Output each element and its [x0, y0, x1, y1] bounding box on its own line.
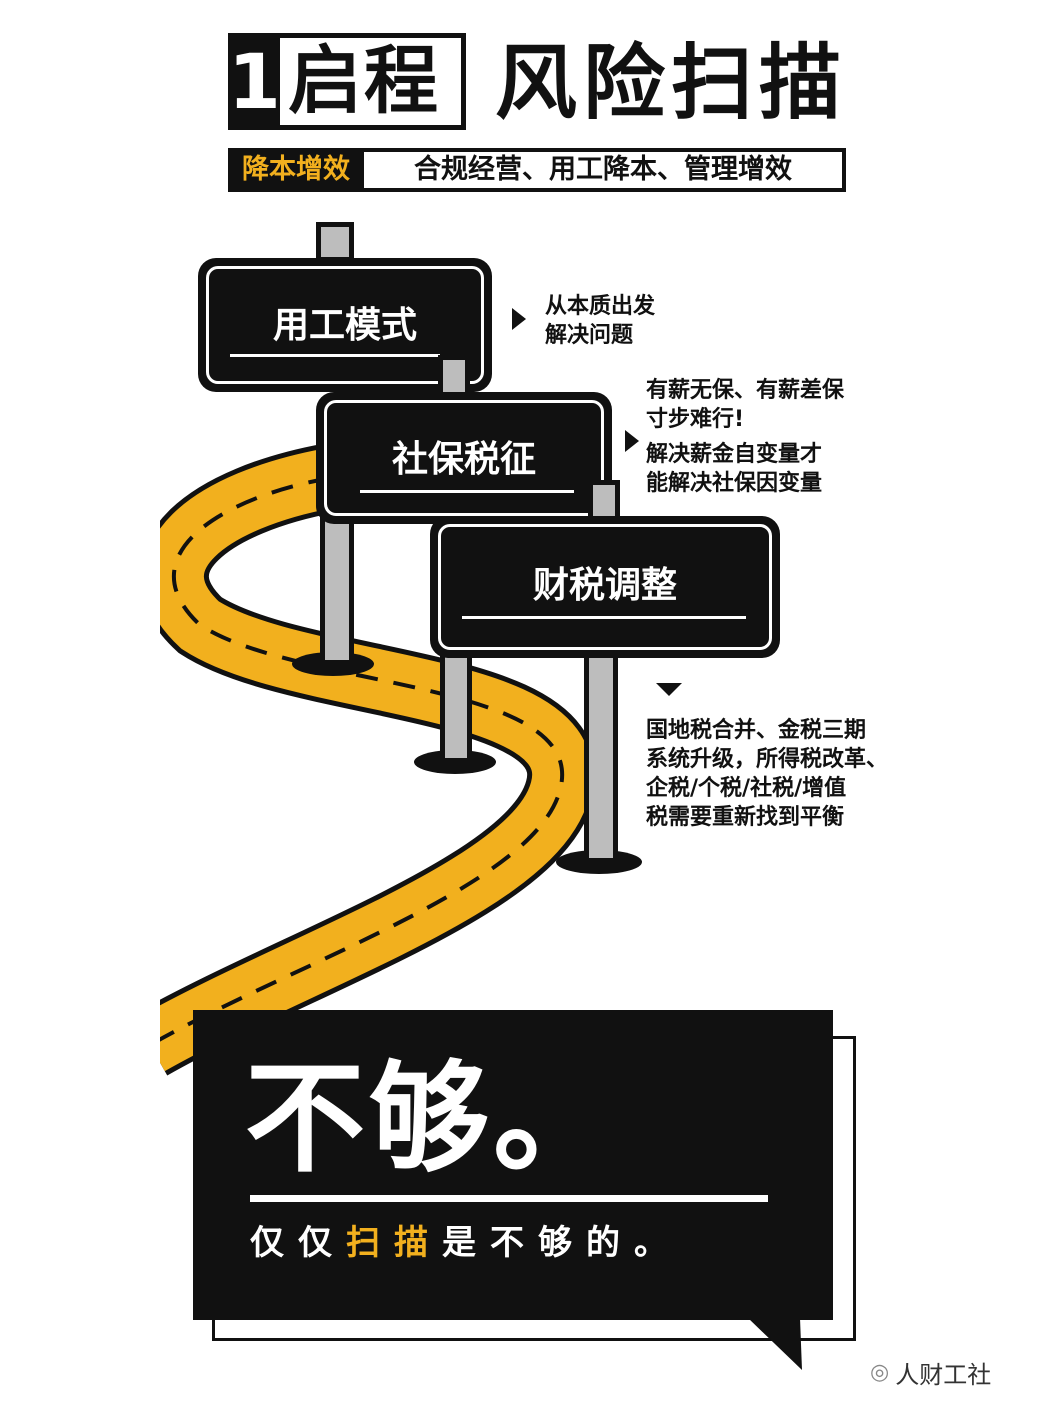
arrow-down-icon: [656, 683, 682, 696]
sign-post: [320, 515, 354, 665]
subtitle-key: 降本增效: [232, 152, 364, 188]
sign-label: 用工模式: [272, 305, 417, 346]
watermark-text: 人财工社: [895, 1361, 992, 1389]
bubble-tail: [748, 1318, 802, 1370]
wechat-icon: ◎: [870, 1360, 890, 1385]
sign-label: 社保税征: [391, 439, 536, 480]
sign-note-1: 从本质出发解决问题: [545, 294, 656, 348]
bubble-headline: 不够。: [245, 1050, 617, 1189]
sign-post: [584, 645, 618, 863]
bubble-divider: [250, 1195, 768, 1202]
sign-post: [438, 355, 470, 397]
sign-label: 财税调整: [532, 565, 677, 606]
sign-social-security-tax: 社保税征: [316, 392, 612, 524]
watermark: ◎ 人财工社: [870, 1355, 991, 1390]
speech-bubble: [193, 1010, 833, 1320]
title-start: 启程: [288, 38, 440, 124]
sign-note-3: 国地税合并、金税三期系统升级，所得税改革、 企税/个税/社税/增值税需要重新找到…: [646, 718, 889, 830]
sign-employment-mode: 用工模式: [198, 258, 492, 392]
step-number: 1: [228, 33, 281, 130]
bubble-caption: 仅仅扫描是不够的。: [250, 1223, 682, 1263]
subtitle-bar: 降本增效 合规经营、用工降本、管理增效: [228, 148, 846, 192]
title-risk-scan: 风险扫描: [495, 36, 848, 131]
subtitle-value: 合规经营、用工降本、管理增效: [414, 154, 792, 185]
arrow-right-icon: [625, 430, 639, 452]
sign-finance-tax-adjust: 财税调整: [430, 516, 780, 658]
sign-post-cap: [316, 222, 354, 262]
road-center-line: [149, 476, 565, 1047]
arrow-right-icon: [512, 308, 526, 330]
sign-note-2: 有薪无保、有薪差保寸步难行! 解决薪金自变量才能解决社保因变量: [646, 378, 845, 496]
sign-post: [440, 645, 472, 763]
